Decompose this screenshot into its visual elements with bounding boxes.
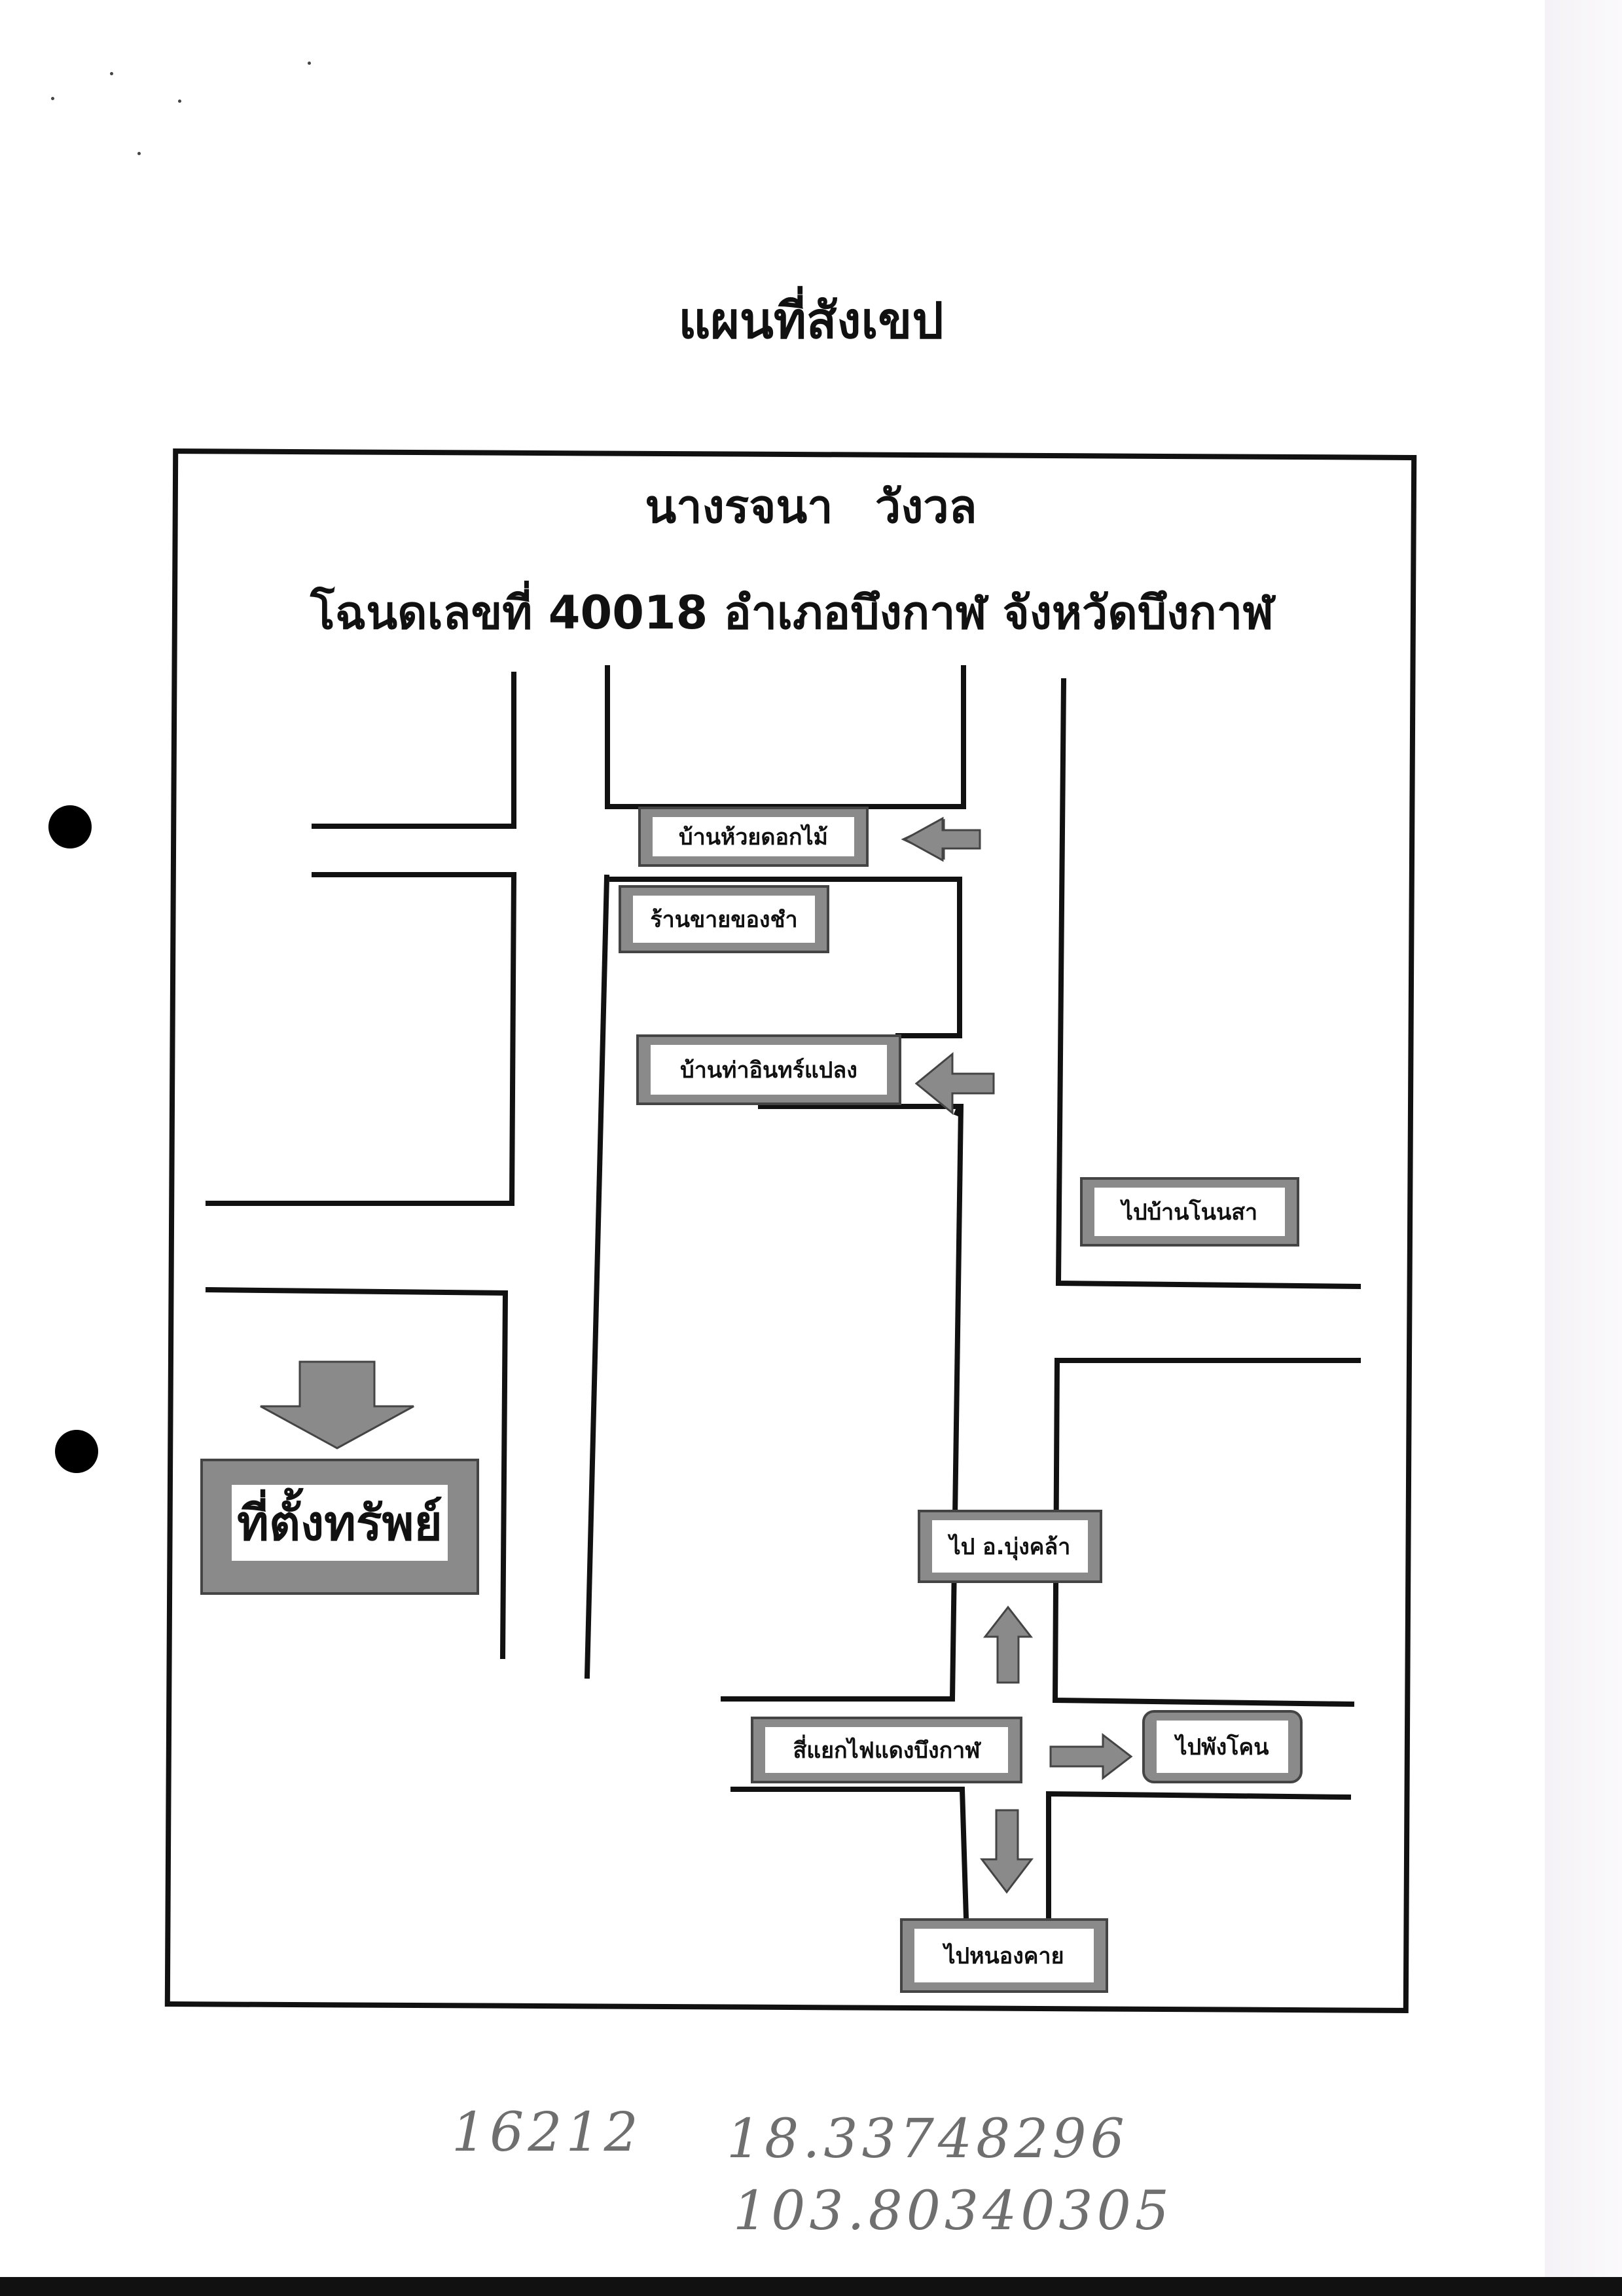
label-property-text: ที่ตั้งทรัพย์ bbox=[232, 1485, 448, 1561]
label-to-non-sa: ไปบ้านโนนสา bbox=[1080, 1177, 1299, 1247]
arrow-right-icon bbox=[1049, 1732, 1133, 1781]
road-edge bbox=[312, 672, 516, 829]
arrow-left-icon bbox=[902, 816, 981, 862]
scan-bottom-edge bbox=[0, 2277, 1622, 2296]
handwritten-longitude: 103.80340305 bbox=[733, 2180, 1173, 2242]
punch-hole-bottom bbox=[55, 1430, 98, 1473]
label-tha-in-plaeng: บ้านท่าอินทร์แปลง bbox=[636, 1034, 901, 1105]
label-grocery: ร้านขายของชำ bbox=[619, 885, 829, 953]
road-edge bbox=[1055, 678, 1361, 1290]
label-property: ที่ตั้งทรัพย์ bbox=[200, 1459, 479, 1595]
label-to-nong-khai: ไปหนองคาย bbox=[900, 1918, 1108, 1993]
label-to-bung-khla: ไป อ.บุ่งคล้า bbox=[918, 1510, 1102, 1583]
road-edge bbox=[584, 874, 610, 1679]
arrow-up-icon bbox=[982, 1605, 1034, 1684]
road-edge bbox=[758, 1104, 964, 1117]
handwritten-latitude: 18.33748296 bbox=[727, 2108, 1128, 2170]
scan-speck bbox=[110, 72, 113, 75]
label-to-phon-kho-text: ไปพังโคน bbox=[1157, 1721, 1288, 1773]
road-edge bbox=[609, 877, 962, 1038]
label-intersection-text: สี่แยกไฟแดงบึงกาฬ bbox=[765, 1727, 1008, 1773]
scan-speck bbox=[308, 62, 311, 65]
map-title: แผนที่สังเขป bbox=[678, 291, 944, 350]
label-to-bung-khla-text: ไป อ.บุ่งคล้า bbox=[932, 1520, 1088, 1573]
label-to-phon-kho: ไปพังโคน bbox=[1142, 1710, 1303, 1783]
scan-page-edge bbox=[1545, 0, 1622, 2296]
deed-info: โฉนดเลขที่ 40018 อำเภอบึงกาฬ จังหวัดบึงก… bbox=[310, 586, 1274, 640]
punch-hole-top bbox=[48, 805, 92, 848]
label-tha-in-plaeng-text: บ้านท่าอินทร์แปลง bbox=[651, 1045, 887, 1095]
label-to-nong-khai-text: ไปหนองคาย bbox=[914, 1929, 1094, 1982]
road-edge bbox=[730, 1787, 969, 1922]
road-edge bbox=[721, 1103, 964, 1702]
label-intersection: สี่แยกไฟแดงบึงกาฬ bbox=[751, 1717, 1022, 1783]
label-huai-dok-mai-text: บ้านห้วยดอกไม้ bbox=[653, 817, 854, 856]
label-grocery-text: ร้านขายของชำ bbox=[633, 896, 815, 943]
label-to-non-sa-text: ไปบ้านโนนสา bbox=[1094, 1188, 1285, 1236]
road-edge bbox=[605, 665, 966, 809]
arrow-left-icon bbox=[914, 1051, 995, 1116]
arrow-down-icon bbox=[260, 1360, 414, 1449]
label-huai-dok-mai: บ้านห้วยดอกไม้ bbox=[638, 807, 869, 867]
handwritten-code: 16212 bbox=[452, 2102, 642, 2164]
road-edge bbox=[1046, 1791, 1352, 1921]
scan-speck bbox=[178, 100, 181, 103]
arrow-down-icon bbox=[979, 1809, 1034, 1894]
road-edge bbox=[206, 872, 517, 1206]
owner-name: นางรจนา วังวล bbox=[645, 480, 977, 534]
road-edge bbox=[205, 1286, 509, 1660]
scan-speck bbox=[51, 97, 54, 100]
scan-speck bbox=[137, 152, 141, 155]
